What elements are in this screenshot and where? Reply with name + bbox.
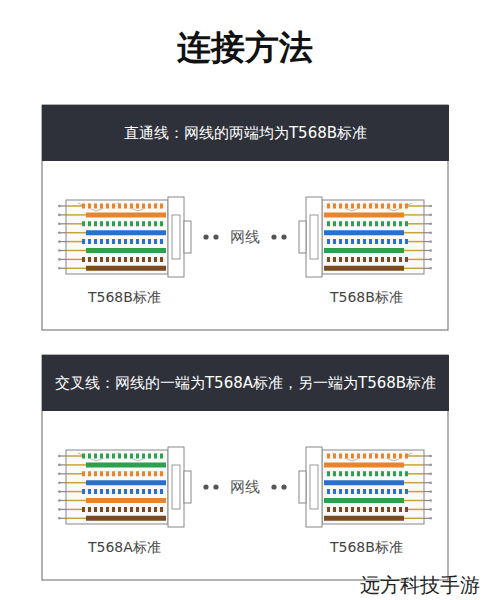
cable-label: 网线 bbox=[227, 478, 263, 497]
watermark: 远方科技手游 bbox=[360, 572, 480, 599]
rj45-plug bbox=[299, 197, 432, 277]
cable-label: 网线 bbox=[227, 228, 263, 247]
standard-label: T568B标准 bbox=[330, 539, 403, 557]
header-text: 交叉线：网线的一端为T568A标准，另一端为T568B标准 bbox=[55, 374, 436, 393]
rj45-plug bbox=[299, 447, 432, 527]
page-title: 连接方法 bbox=[177, 25, 313, 71]
header-band: 交叉线：网线的一端为T568A标准，另一端为T568B标准 bbox=[42, 355, 449, 411]
panel-frame bbox=[42, 355, 448, 580]
panel-frame bbox=[42, 105, 448, 330]
rj45-plug bbox=[58, 197, 191, 277]
header-text: 直通线：网线的两端均为T568B标准 bbox=[124, 124, 367, 143]
rj45-plug bbox=[58, 447, 191, 527]
standard-label: T568B标准 bbox=[330, 289, 403, 307]
standard-label: T568B标准 bbox=[88, 289, 161, 307]
standard-label: T568A标准 bbox=[88, 539, 161, 557]
header-band: 直通线：网线的两端均为T568B标准 bbox=[42, 105, 449, 161]
